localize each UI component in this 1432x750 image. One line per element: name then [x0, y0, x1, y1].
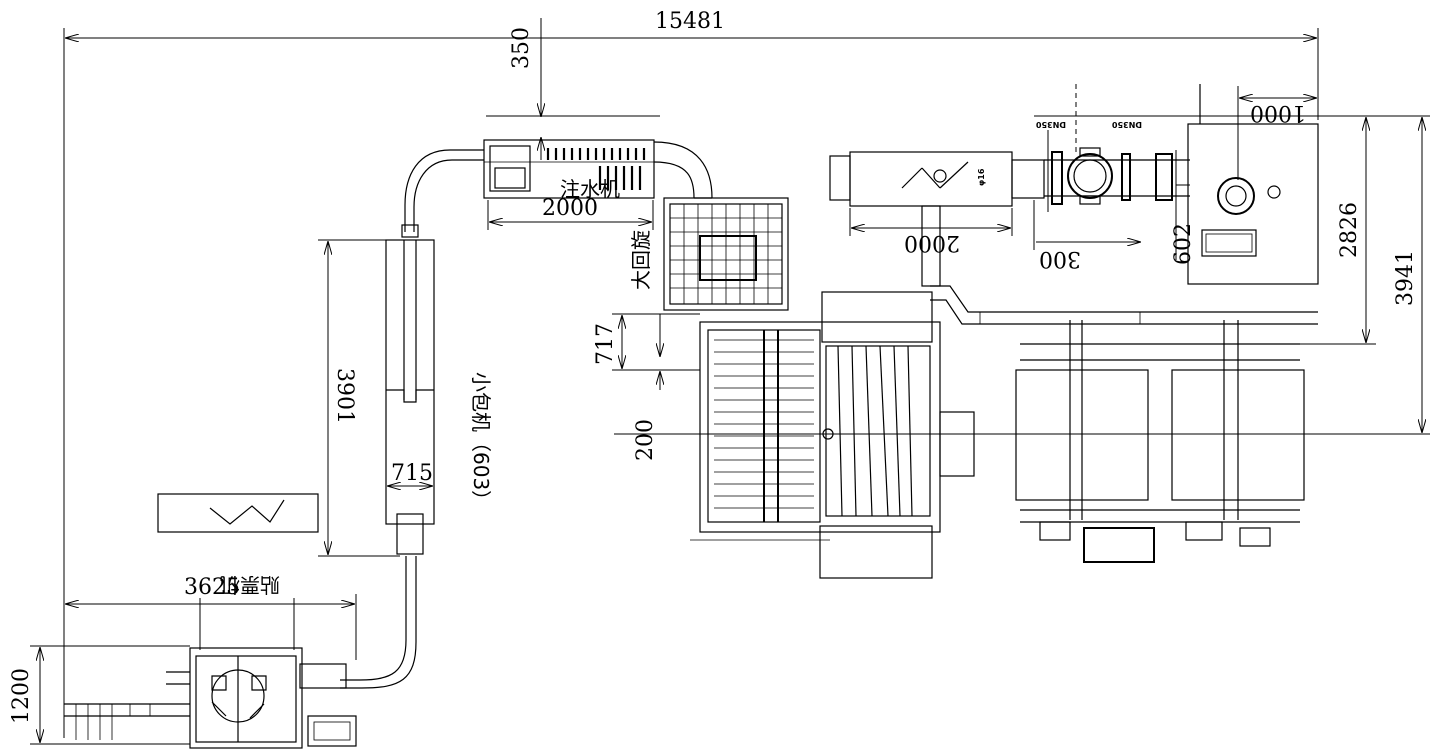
conveyor-pipe-upper: [401, 149, 484, 238]
dim-overall-width-label: 15481: [655, 9, 725, 34]
central-sterilizer: [690, 291, 975, 579]
dim-717: 717: [593, 313, 700, 371]
dim-200: 200: [614, 372, 1430, 461]
dim-right-2826-label: 2826: [1337, 202, 1362, 258]
dim-tank-width: 2000: [849, 208, 1013, 255]
dim-top-offset-label: 350: [509, 27, 534, 69]
dim-200-label: 200: [633, 419, 658, 461]
dim-602-label: 602: [1171, 223, 1196, 265]
dim-right-3941-label: 3941: [1393, 250, 1418, 306]
dim-tank-width-label: 2000: [904, 230, 960, 255]
dim-300: 300: [1033, 130, 1140, 271]
dim-bottom-3625-label: 3625: [184, 575, 240, 600]
dim-300-label: 300: [1039, 246, 1081, 271]
twin-storage-tanks: [1015, 320, 1305, 563]
dim-left-3901: 3901: [318, 239, 400, 557]
label-dn-left: DN350: [1036, 120, 1066, 129]
label-large-rotary: 大回旋: [629, 230, 653, 290]
water-injection-machine: 注水机: [483, 139, 713, 201]
dim-602: 602: [1171, 150, 1196, 265]
conveyor-pipe-lower: [340, 556, 417, 689]
left-tank-symbol: [157, 493, 319, 533]
dim-top-offset: 350: [486, 18, 660, 160]
dim-top-right-1000-label: 1000: [1250, 100, 1306, 125]
dim-bottom-3625: 3625: [66, 575, 357, 660]
label-labeling-machine: 贴票机: [220, 573, 280, 597]
dim-top-right-1000: 1000: [1237, 86, 1316, 180]
svg-text:φ16: φ16: [977, 168, 986, 186]
dim-bottom-1200-label: 1200: [9, 668, 34, 724]
horizontal-tank: φ16: [829, 151, 1045, 287]
label-water-injection-machine: 注水机: [560, 177, 620, 201]
dim-overall-width: 15481: [63, 9, 1319, 738]
dim-right-2826: 2826: [1300, 115, 1376, 345]
label-dn-right: DN350: [1112, 120, 1142, 129]
small-packing-machine: 小包机（603）: [385, 239, 493, 555]
labeling-machine: 贴票机: [64, 573, 357, 749]
dim-water-machine-width: 2000: [487, 196, 654, 230]
dim-width-715-label: 715: [391, 461, 433, 486]
flange-valve-assembly: DN350 DN350: [1034, 84, 1318, 205]
label-small-packing-machine: 小包机（603）: [469, 372, 493, 510]
dim-717-label: 717: [593, 323, 618, 365]
dim-right-3941: 3941: [1318, 115, 1430, 432]
large-rotary-unit: 大回旋: [629, 197, 789, 311]
dim-bottom-1200: 1200: [9, 645, 190, 745]
dim-width-715: 715: [388, 461, 433, 486]
dim-water-machine-width-label: 2000: [542, 196, 598, 221]
dim-left-3901-label: 3901: [332, 368, 357, 424]
conveyor-right: [930, 285, 1318, 325]
boiler-unit: [1187, 84, 1319, 285]
